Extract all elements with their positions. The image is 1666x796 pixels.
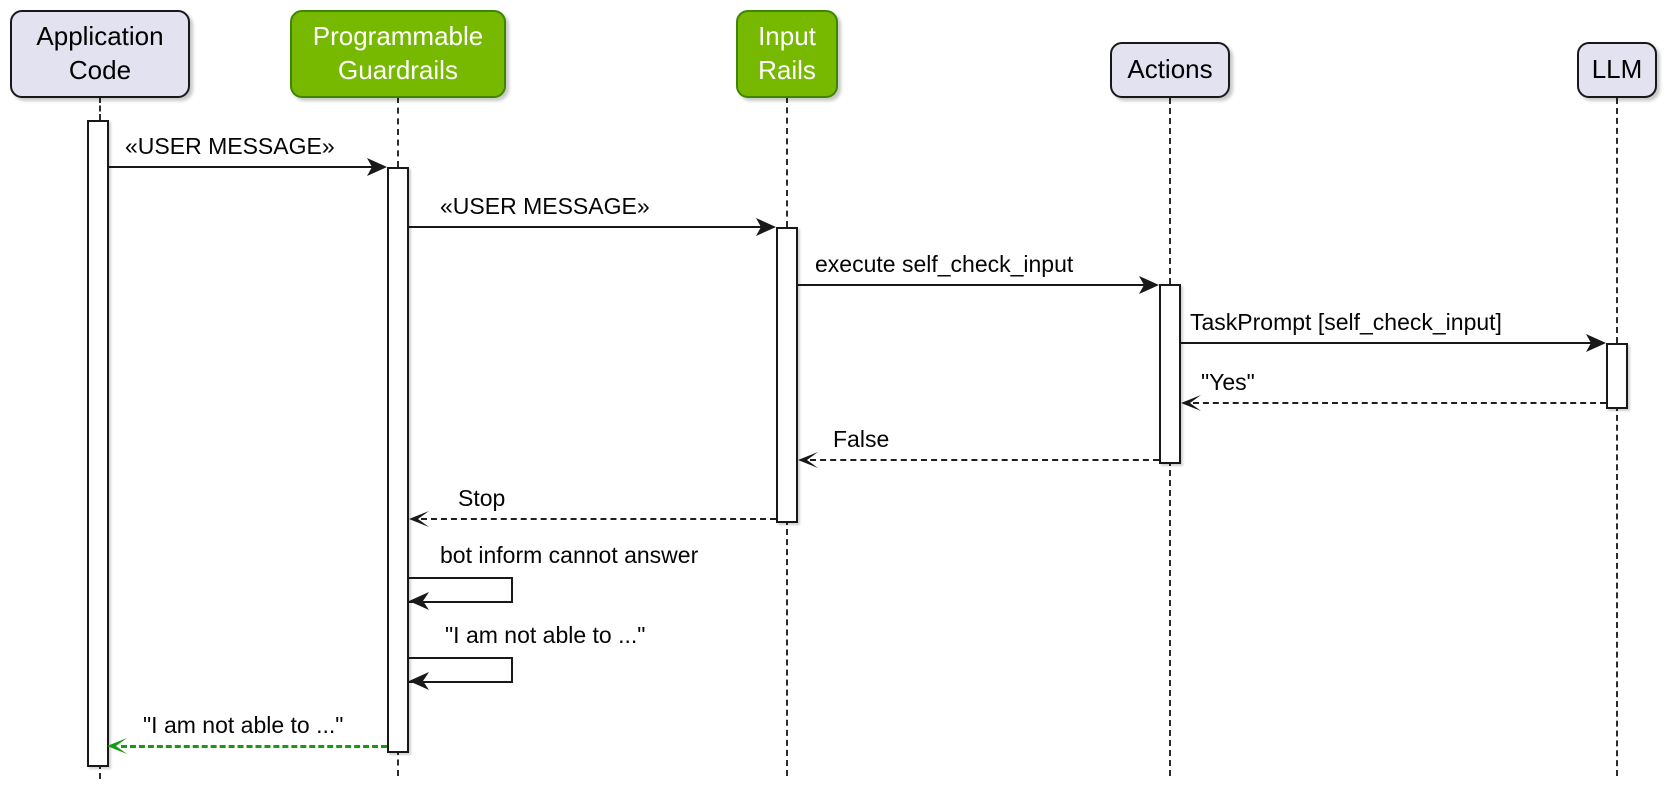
return-line [1193, 402, 1606, 404]
lifeline-input-rails [786, 97, 788, 227]
message-label: "Yes" [1201, 369, 1255, 395]
participant-label: Application Code [36, 21, 164, 85]
arrowhead-icon [1586, 334, 1606, 352]
return-line [421, 518, 776, 520]
participant-label: Actions [1127, 54, 1213, 85]
green-return-arrowhead-icon [107, 738, 127, 754]
activation-input-rails [776, 227, 798, 523]
message-label: «USER MESSAGE» [440, 193, 650, 219]
message-line [1181, 342, 1594, 344]
lifeline-programmable-guardrails [397, 97, 399, 167]
participant-actions: Actions [1110, 42, 1230, 98]
participant-programmable-guardrails: Programmable Guardrails [290, 10, 506, 98]
return-line [810, 459, 1159, 461]
lifeline-programmable-guardrails-bottom [397, 749, 399, 776]
message-label: execute self_check_input [815, 251, 1074, 277]
participant-label: Programmable Guardrails [312, 21, 484, 85]
lifeline-llm-bottom [1616, 405, 1618, 776]
message-label: «USER MESSAGE» [125, 133, 335, 159]
return-arrowhead-icon [409, 511, 429, 527]
participant-label: LLM [1591, 54, 1643, 85]
arrowhead-icon [409, 672, 429, 690]
activation-llm [1606, 343, 1628, 409]
lifeline-application-code-bottom [99, 763, 101, 779]
return-arrowhead-icon [798, 452, 818, 468]
participant-label: Input Rails [758, 21, 816, 85]
arrowhead-icon [409, 592, 429, 610]
participant-input-rails: Input Rails [736, 10, 838, 98]
self-message-loop [409, 577, 513, 603]
message-line [109, 166, 375, 168]
message-label: False [833, 426, 890, 452]
lifeline-application-code [99, 97, 101, 120]
return-line-green [121, 745, 387, 748]
participant-application-code: Application Code [10, 10, 190, 98]
activation-actions [1159, 284, 1181, 464]
lifeline-llm [1616, 98, 1618, 343]
activation-application-code [87, 120, 109, 767]
self-message-loop [409, 657, 513, 683]
arrowhead-icon [1139, 276, 1159, 294]
message-label: bot inform cannot answer [440, 542, 699, 568]
lifeline-actions [1169, 98, 1171, 284]
lifeline-input-rails-bottom [786, 519, 788, 776]
activation-programmable-guardrails [387, 167, 409, 753]
message-label: TaskPrompt [self_check_input] [1190, 309, 1502, 335]
message-label: "I am not able to ..." [143, 712, 344, 738]
lifeline-actions-bottom [1169, 460, 1171, 776]
arrowhead-icon [367, 158, 387, 176]
participant-llm: LLM [1577, 42, 1657, 98]
return-arrowhead-icon [1181, 395, 1201, 411]
message-line [409, 226, 764, 228]
message-label: "I am not able to ..." [445, 622, 646, 648]
arrowhead-icon [756, 218, 776, 236]
message-line [798, 284, 1147, 286]
message-label: Stop [458, 485, 506, 511]
